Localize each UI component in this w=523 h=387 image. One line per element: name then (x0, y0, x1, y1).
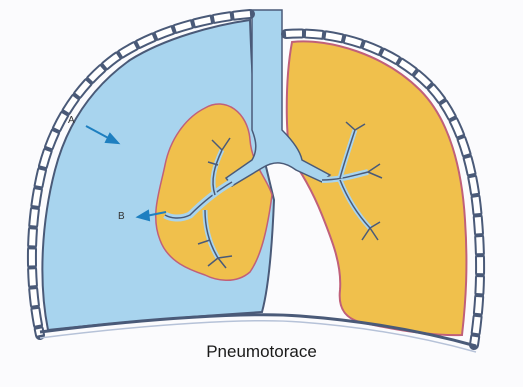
diagram-caption: Pneumotorace (0, 342, 523, 362)
label-a: A (68, 115, 75, 126)
label-b: B (118, 211, 125, 222)
